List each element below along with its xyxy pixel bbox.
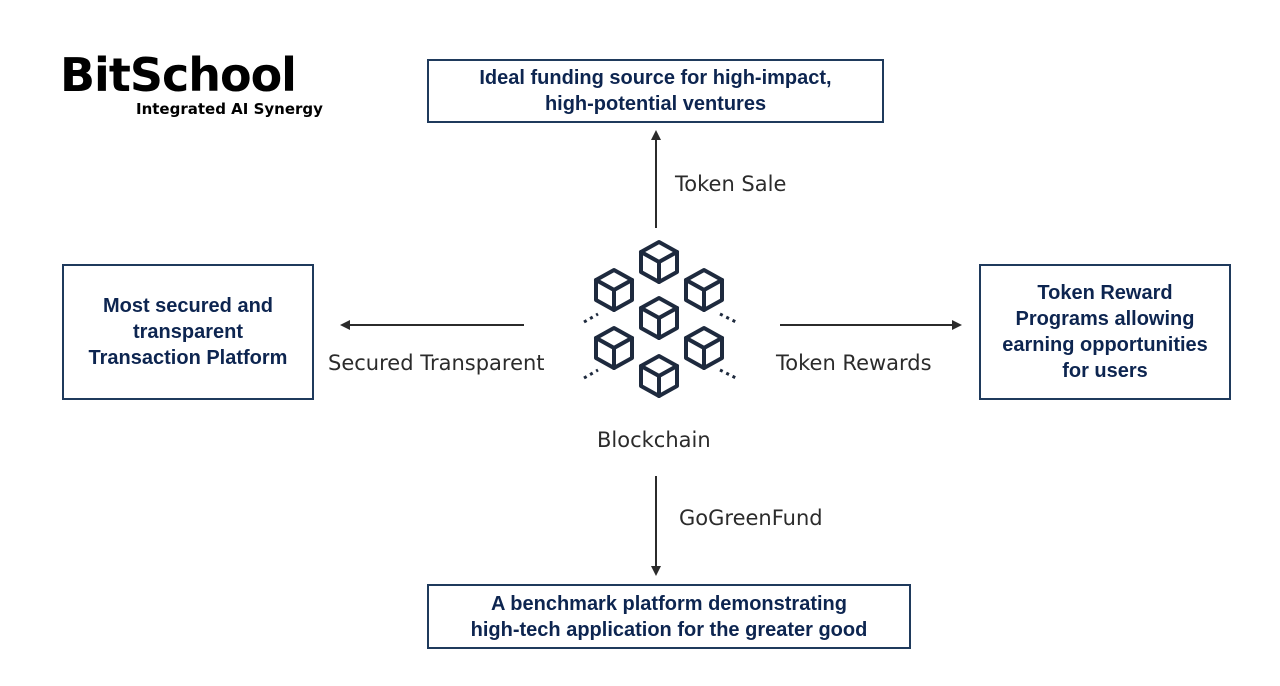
bottom-box-line: A benchmark platform demonstrating (491, 592, 847, 615)
top-box: Ideal funding source for high-impact, hi… (427, 59, 884, 123)
left-box: Most secured and transparent Transaction… (62, 264, 314, 400)
edge-label-right: Token Rewards (776, 351, 932, 375)
left-box-line: transparent (132, 321, 244, 343)
left-box-line: Transaction Platform (88, 347, 288, 369)
logo-title: BitSchool (60, 48, 297, 102)
right-box-line: earning opportunities (1002, 334, 1208, 356)
top-box-line: high-potential ventures (544, 93, 767, 115)
logo-subtitle: Integrated AI Synergy (136, 100, 323, 118)
top-box-line: Ideal funding source for high-impact, (479, 67, 832, 89)
bottom-box-line: high-tech application for the greater go… (470, 618, 868, 641)
logo: BitSchool Integrated AI Synergy (60, 48, 323, 118)
edge-label-bottom: GoGreenFund (679, 506, 823, 530)
right-box-line: Programs allowing (1015, 308, 1195, 330)
right-box-line: Token Reward (1037, 282, 1173, 304)
blockchain-cubes-icon (583, 240, 737, 398)
edge-label-left: Secured Transparent (328, 351, 545, 375)
bottom-box: A benchmark platform demonstrating high-… (427, 584, 911, 649)
center-label: Blockchain (597, 428, 711, 452)
edge-label-top: Token Sale (675, 172, 787, 196)
right-box-line: for users (1062, 360, 1148, 382)
left-box-line: Most secured and (102, 295, 274, 317)
right-box: Token Reward Programs allowing earning o… (979, 264, 1231, 400)
